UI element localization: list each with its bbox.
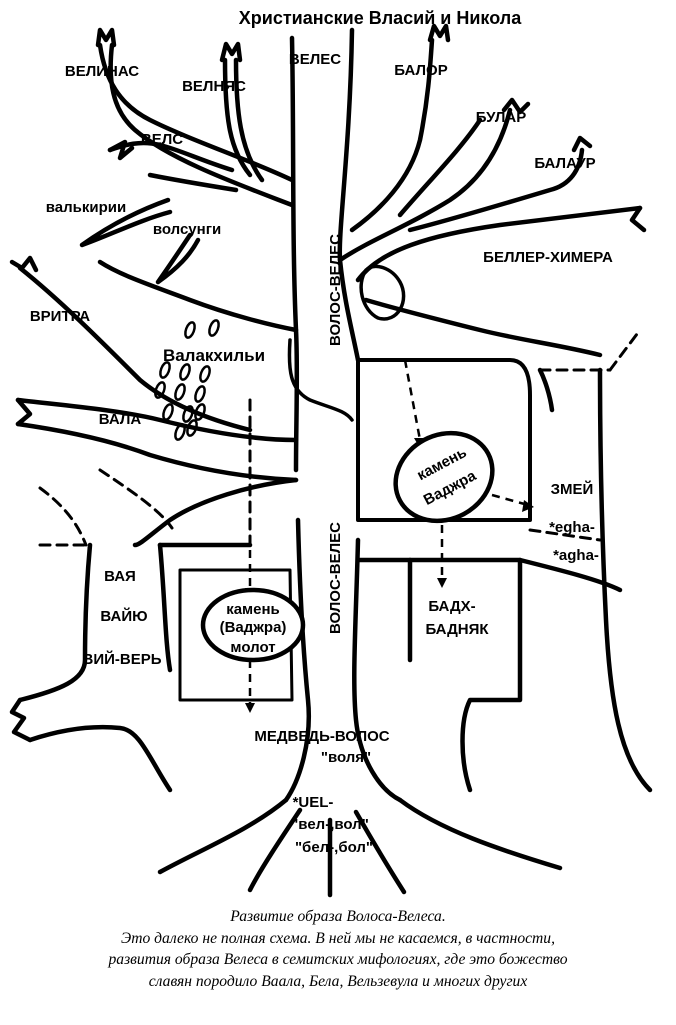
label-vels: ВЕЛС (141, 131, 183, 148)
caption-line-3: развития образа Велеса в семитских мифол… (108, 951, 568, 968)
label-velinas: ВЕЛИНАС (65, 63, 139, 80)
label-beller-chimera: БЕЛЛЕР-ХИМЕРА (483, 249, 613, 266)
label-medved-volos: МЕДВЕДЬ-ВОЛОС (254, 728, 389, 745)
label-balor: БАЛОР (394, 62, 447, 79)
label-badnyak: БАДНЯК (425, 621, 489, 638)
label-vayu: ВАЙЮ (100, 607, 147, 625)
label-badkh: БАДХ- (428, 598, 475, 615)
mythology-tree-diagram: Христианские Власий и Никола ВЕЛИНАС ВЕЛ… (9, 8, 653, 898)
diagram-title: Христианские Власий и Никола (239, 8, 522, 28)
figure-caption: Развитие образа Волоса-Велеса. Это далек… (0, 906, 676, 992)
label-vel-vol: "вел-,вол" (291, 816, 369, 833)
label-volya: "воля" (321, 749, 371, 766)
caption-line-1: Развитие образа Волоса-Велеса. (230, 908, 446, 925)
label-zmey: ЗМЕЙ (551, 480, 594, 498)
label-vala: ВАЛА (99, 411, 142, 428)
label-valakhilya: Валакхильи (163, 346, 265, 365)
stone-oval-left (200, 587, 306, 663)
label-velnyas: ВЕЛНЯС (182, 78, 246, 95)
stone-oval-right (393, 430, 495, 524)
dashed-arrows (248, 359, 529, 705)
label-volsungs: волсунги (153, 221, 221, 238)
label-balaur: БАЛАУР (534, 155, 595, 172)
caption-line-4: славян породило Ваала, Бела, Вельзевула … (148, 972, 528, 990)
caption-line-2: Это далеко не полная схема. В ней мы не … (120, 929, 556, 947)
label-vii-ver: ВИЙ-ВЕРЬ (82, 650, 161, 668)
stone-left-line2: (Ваджра) (220, 619, 287, 636)
label-bular: БУЛАР (476, 109, 527, 126)
tree-outline (9, 23, 653, 898)
label-agha: *agha- (553, 547, 599, 564)
label-uel: *UEL- (293, 794, 334, 811)
dashed-links (38, 328, 642, 547)
label-veles-top: ВЕЛЕС (289, 51, 341, 68)
label-volos-veles-upper: ВОЛОС-ВЕЛЕС (327, 234, 344, 346)
stone-left-line1: камень (226, 601, 280, 618)
label-egha: *egha- (549, 519, 595, 536)
label-valkyries: валькирии (46, 199, 126, 216)
label-vaya: ВАЯ (104, 568, 136, 585)
label-vritra: ВРИТРА (30, 308, 90, 325)
label-volos-veles-lower: ВОЛОС-ВЕЛЕС (327, 522, 344, 634)
stone-left-line3: молот (230, 639, 275, 656)
label-bel-bol: "бел-,бол" (295, 839, 373, 856)
valakhilya-seeds (154, 319, 220, 441)
